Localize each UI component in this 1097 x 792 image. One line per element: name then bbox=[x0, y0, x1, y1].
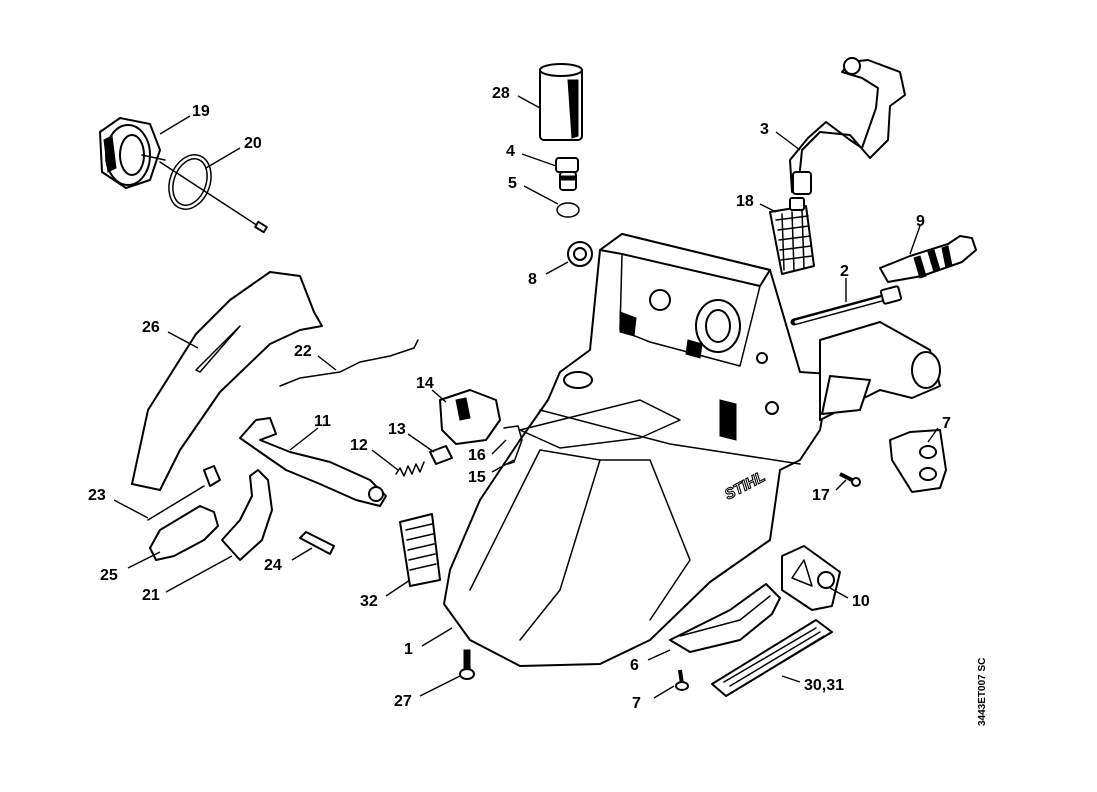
part-25-pin bbox=[299, 531, 335, 555]
part-11-warning-label bbox=[781, 545, 841, 611]
callout-1: 1 bbox=[404, 641, 413, 658]
drawing-code: 3443ET007 SC bbox=[977, 658, 988, 726]
callout-11: 10 bbox=[852, 593, 870, 610]
part-14-block bbox=[429, 445, 453, 465]
callout-22: 21 bbox=[142, 587, 160, 604]
callout-26: 25 bbox=[100, 567, 118, 584]
callout-14: 13 bbox=[388, 421, 406, 438]
callout-27: 26 bbox=[142, 319, 160, 336]
part-27-handle-molding bbox=[131, 271, 323, 491]
part-9-plug bbox=[889, 429, 947, 493]
part-2-bolt bbox=[790, 285, 903, 326]
callout-13: 12 bbox=[350, 437, 368, 454]
callout-29: 28 bbox=[492, 85, 510, 102]
callout-28: 27 bbox=[394, 693, 412, 710]
leader-lines bbox=[113, 95, 939, 699]
callout-18: 17 bbox=[812, 487, 830, 504]
callout-24: 23 bbox=[88, 487, 106, 504]
part-22-trigger bbox=[221, 469, 273, 561]
part-15-lever-bracket bbox=[439, 389, 501, 445]
callout-25: 24 bbox=[264, 557, 282, 574]
part-4-valve bbox=[555, 157, 579, 191]
part-23-rod bbox=[279, 339, 419, 387]
callout-8: 8 bbox=[528, 271, 537, 288]
part-29-filter-cylinder bbox=[539, 63, 583, 141]
callout-3: 3 bbox=[760, 121, 769, 138]
callout-15: 14 bbox=[416, 375, 434, 392]
part-13-spring bbox=[395, 461, 425, 477]
part-28-screw bbox=[459, 649, 475, 680]
callout-9: 7 bbox=[942, 415, 951, 432]
callout-32: 32 bbox=[360, 593, 378, 610]
callout-6: 6 bbox=[630, 657, 639, 674]
callout-23: 22 bbox=[294, 343, 312, 360]
part-10-hose-fitting bbox=[879, 235, 977, 283]
part-5-washer bbox=[556, 202, 580, 218]
callout-4: 4 bbox=[506, 143, 515, 160]
part-32-label bbox=[399, 513, 441, 587]
callout-5: 5 bbox=[508, 175, 517, 192]
part-3-fuel-hose bbox=[789, 57, 906, 195]
part-1-main-housing bbox=[443, 233, 941, 667]
part-12-throttle-shaft bbox=[239, 417, 387, 507]
callout-2: 2 bbox=[840, 263, 849, 280]
part-8-grommet bbox=[567, 241, 593, 267]
callout-21: 20 bbox=[244, 135, 262, 152]
callout-19: 18 bbox=[736, 193, 754, 210]
part-30-31-mat bbox=[711, 619, 833, 697]
part-7-screw bbox=[675, 669, 689, 691]
part-18-screw bbox=[839, 472, 861, 487]
part-20-fuel-cap bbox=[99, 117, 166, 189]
callout-20: 19 bbox=[192, 103, 210, 120]
part-26-lockout bbox=[149, 505, 219, 561]
part-6-cover-plate bbox=[669, 583, 781, 653]
callout-10: 9 bbox=[916, 213, 925, 230]
part-16-17-clip bbox=[503, 425, 523, 465]
callout-12: 11 bbox=[314, 413, 331, 430]
callout-7: 7 bbox=[632, 695, 641, 712]
callout-labels: 19 20 28 4 5 3 18 9 2 8 7 17 10 6 7 30,3… bbox=[88, 85, 951, 712]
part-21-o-ring-pickup bbox=[159, 154, 268, 234]
callout-16: 15 bbox=[468, 469, 486, 486]
callout-30-31: 30,31 bbox=[804, 677, 844, 694]
callout-17: 16 bbox=[468, 447, 486, 464]
part-19-fuel-filter bbox=[769, 197, 815, 275]
part-24-clip bbox=[147, 465, 221, 521]
